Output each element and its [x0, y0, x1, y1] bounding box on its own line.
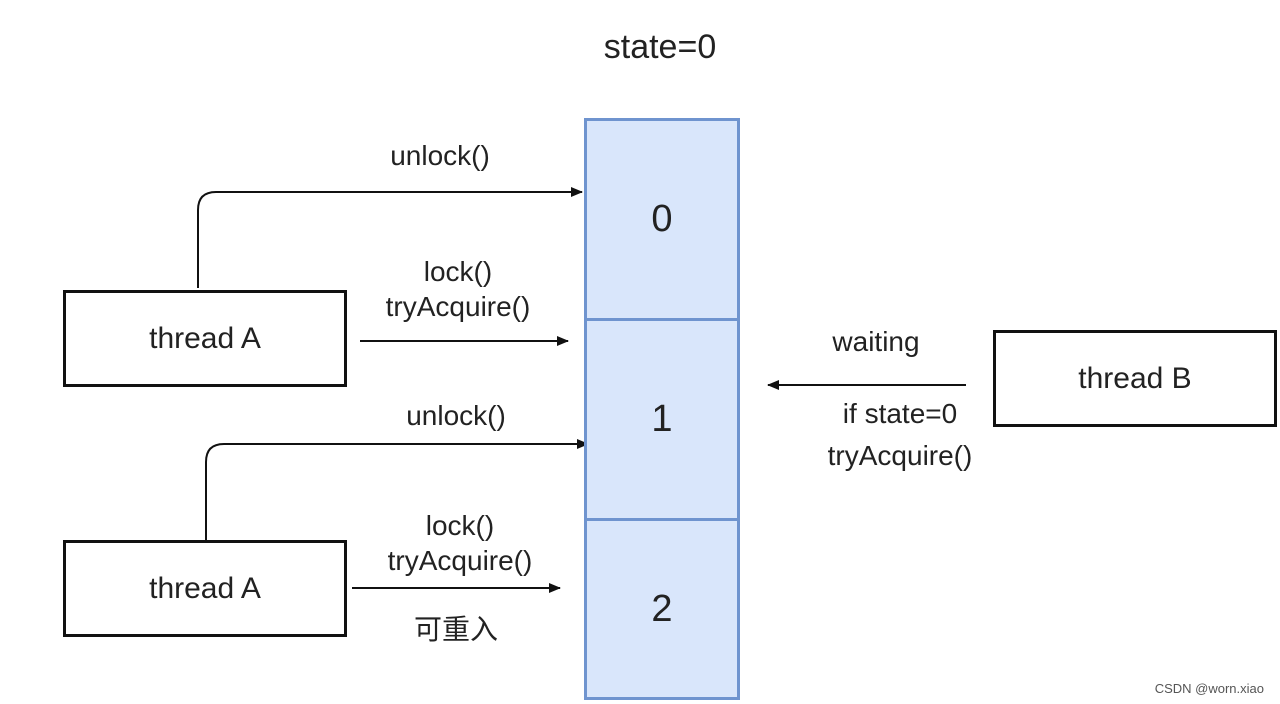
label-reentrant: 可重入 [413, 614, 498, 645]
label-unlock-top: unlock() [390, 140, 490, 171]
label-unlock-bottom: unlock() [406, 400, 506, 431]
label-lock-bottom: lock() tryAcquire() [387, 510, 533, 576]
watermark: CSDN @worn.xiao [1154, 681, 1264, 696]
state-cell-0: 0 [584, 118, 740, 321]
thread-a-bottom-box: thread A [63, 540, 347, 637]
thread-a-top-box: thread A [63, 290, 347, 387]
state-cell-1: 1 [584, 318, 740, 521]
state-cell-2: 2 [584, 518, 740, 700]
arrow-unlock-top [197, 187, 583, 288]
label-thread-b-tryacquire: tryAcquire() [827, 440, 973, 471]
thread-b-box: thread B [993, 330, 1277, 427]
state-title: state=0 [603, 28, 717, 66]
label-lock-top: lock() tryAcquire() [385, 256, 531, 322]
arrow-unlock-bottom [205, 439, 589, 540]
label-waiting: waiting [832, 326, 920, 357]
label-if-state: if state=0 [842, 398, 958, 429]
